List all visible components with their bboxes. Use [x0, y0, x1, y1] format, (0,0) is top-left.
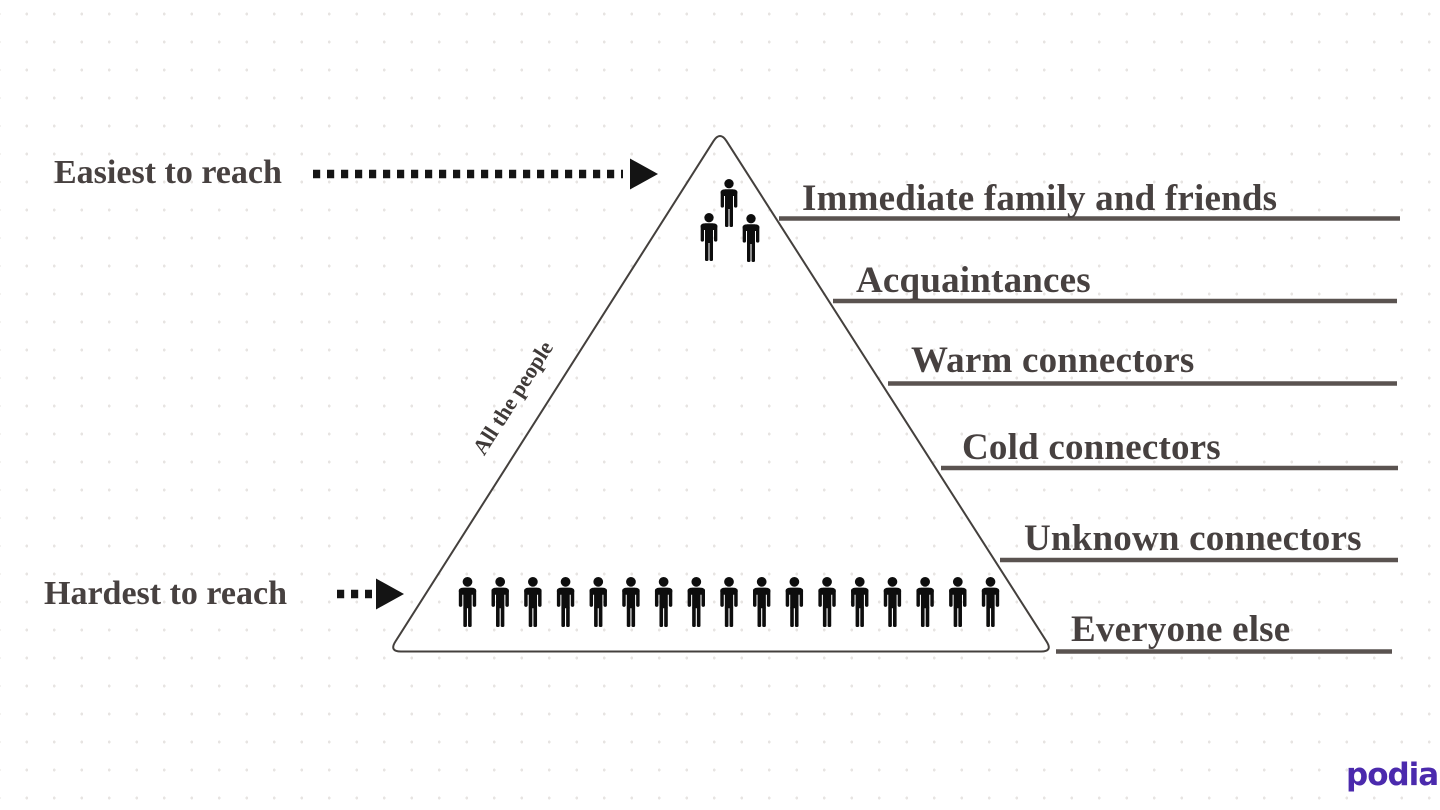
podia-logo: podia: [1346, 757, 1439, 793]
person-icon: [622, 577, 640, 627]
tier-label-everyone-else: Everyone else: [1071, 609, 1291, 650]
tier-label-unknown-connectors: Unknown connectors: [1024, 518, 1362, 559]
tier-label-cold-connectors: Cold connectors: [962, 427, 1221, 468]
pyramid-triangle: [392, 135, 1050, 653]
person-icon: [818, 577, 836, 627]
person-icon: [883, 577, 902, 627]
person-icon: [785, 577, 804, 627]
tier-underlines: [779, 216, 1400, 654]
person-icon: [556, 577, 575, 627]
person-icon: [687, 577, 705, 627]
person-icon: [851, 577, 869, 627]
person-icon: [654, 577, 673, 627]
person-icon: [949, 577, 967, 627]
person-icon: [916, 577, 934, 627]
hardest-to-reach-label: Hardest to reach: [44, 575, 287, 612]
arrowhead-icon: [376, 578, 404, 610]
easiest-to-reach-label: Easiest to reach: [54, 154, 282, 191]
tier-label-acquaintances: Acquaintances: [856, 260, 1091, 301]
person-icon: [720, 577, 738, 627]
person-icon: [589, 577, 607, 627]
top-people-group: [700, 179, 760, 262]
tier-label-warm-connectors: Warm connectors: [911, 340, 1195, 381]
hardest-arrow: [337, 578, 404, 610]
person-icon: [700, 213, 718, 261]
person-icon: [720, 179, 738, 227]
easiest-arrow: [313, 158, 658, 190]
tier-label-immediate-family: Immediate family and friends: [802, 178, 1278, 219]
person-icon: [742, 214, 760, 262]
bottom-people-group: [458, 577, 1000, 627]
person-icon: [491, 577, 509, 627]
arrowhead-icon: [630, 158, 658, 190]
person-icon: [981, 577, 1000, 627]
person-icon: [458, 577, 477, 627]
person-icon: [753, 577, 771, 627]
person-icon: [524, 577, 542, 627]
